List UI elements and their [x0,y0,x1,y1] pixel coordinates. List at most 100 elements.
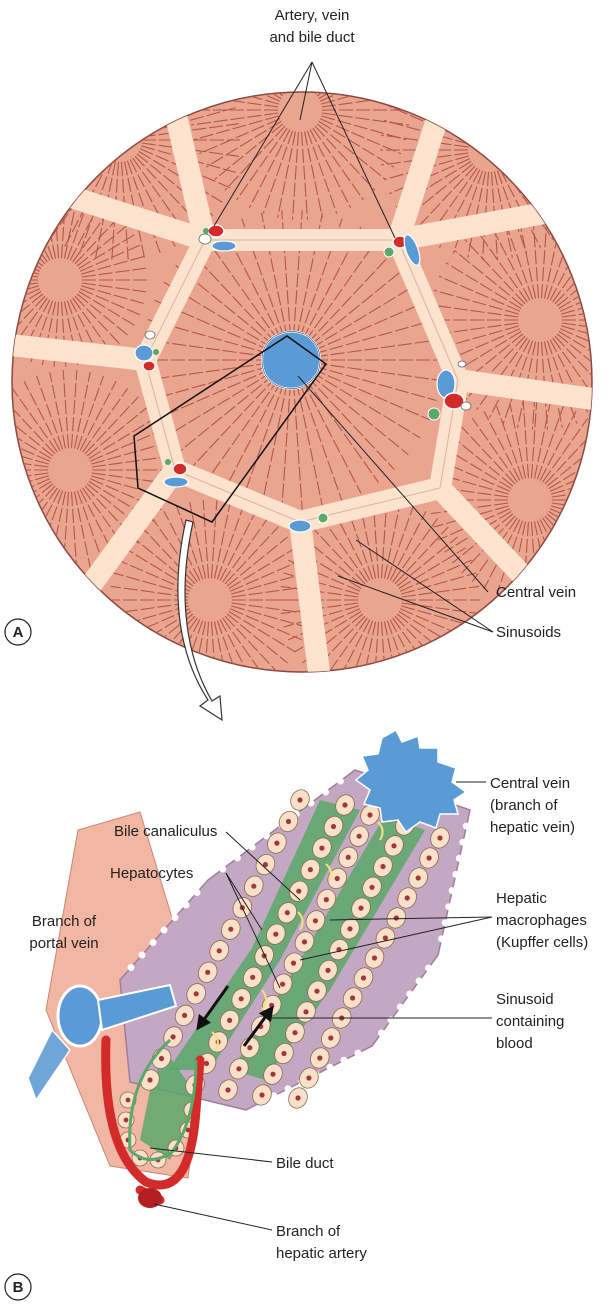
panel-b-letter: B [5,1274,31,1300]
plate-edge-notch [249,844,256,851]
sinusoid-line [439,52,480,130]
label-portal-vein-2: portal vein [29,935,98,952]
panel-a-letter: A [5,619,31,645]
label-central-vein-b-2: (branch of [490,797,558,814]
plate-edge-notch [285,1085,292,1092]
sinusoid-line [1,124,98,137]
plate-edge-notch [442,919,449,926]
plate-edge-notch [327,1064,334,1071]
sinusoid-line [125,23,145,119]
sinusoid-line [320,66,401,101]
plate-edge-notch [452,871,459,878]
label-central-vein-b-3: hepatic vein) [490,819,575,836]
sinusoid-line [0,244,40,271]
plate-edge-notch [183,902,190,909]
sinusoid-line [80,27,113,119]
sinusoid-line [0,256,39,274]
sinusoid-line [497,46,526,129]
sinusoid-line [0,214,45,264]
plate-edge-notch [322,789,329,796]
sinusoid-line [206,53,281,99]
plate-edge-notch [194,889,201,896]
sinusoid-line [511,156,596,180]
sinusoid-line [27,64,103,126]
sinusoid-line [51,42,108,122]
sinusoid-line [540,520,576,589]
sinusoid-line [427,60,478,132]
sinusoid-line [4,108,98,135]
plate-edge-notch [397,1004,404,1011]
label-artery-vein-bile-duct-2: and bile duct [269,29,355,46]
plate-edge-notch [337,778,344,785]
sinusoid-line [310,12,351,90]
sinusoid-line [545,516,598,573]
label-sinusoids: Sinusoids [496,624,561,641]
sinusoid-line [509,93,584,139]
sinusoid-line [510,159,591,194]
label-portal-vein-1: Branch of [32,913,97,930]
sinusoid-line [127,27,160,119]
plate-edge-notch [234,855,241,862]
plate-edge-notch [161,927,168,934]
plate-edge-notch [463,823,470,830]
svg-text:A: A [13,624,24,641]
label-hepatic-artery-1: Branch of [276,1223,341,1240]
plate-edge-notch [406,991,413,998]
plate-edge-notch [150,939,157,946]
sinusoid-line [38,52,105,124]
sinusoid-line [10,92,100,131]
sinusoid-line [453,46,482,129]
label-hepatic-macrophages-1: Hepatic [496,890,547,907]
label-hepatic-macrophages-3: (Kupffer cells) [496,934,588,951]
label-sinusoid-2: containing [496,1013,564,1030]
sinusoid-line [1,143,98,156]
plate-edge-notch [459,839,466,846]
sinusoid-line [512,135,599,147]
label-central-vein-a: Central vein [496,584,576,601]
panel-a-lobule-cross-section [0,0,613,720]
label-sinusoid-3: blood [496,1035,533,1052]
plate-edge-notch [139,952,146,959]
sinusoid-line [0,223,43,266]
label-hepatocytes: Hepatocytes [110,865,193,882]
sinusoid-line [495,42,513,128]
sinusoid-line [65,34,110,121]
sinusoid-line [547,514,608,563]
plate-edge-notch [378,1030,385,1037]
sinusoid-line [551,506,613,527]
sinusoid-line [317,41,385,97]
sinusoid-line [543,518,588,582]
svg-text:B: B [13,1279,24,1296]
sinusoid-line [512,153,599,165]
sinusoid-line [4,146,98,173]
sinusoid-line [18,78,102,129]
label-bile-canaliculus: Bile canaliculus [114,823,217,840]
central-vein-shape [262,331,320,388]
sinusoid-line [30,195,53,259]
plate-edge-notch [449,887,456,894]
plate-edge-notch [128,964,135,971]
sinusoid-line [500,52,540,130]
sinusoid-line [122,20,129,118]
sinusoid-line [10,149,100,188]
sinusoid-line [133,42,190,122]
label-hepatic-macrophages-2: macrophages [496,912,587,929]
panel-b-hepatic-plate-detail [28,730,492,1230]
plate-edge-notch [416,978,423,985]
sinusoid-line [130,34,175,121]
sinusoid-line [507,81,575,137]
sinusoid-line [550,509,613,540]
plate-edge-notch [172,914,179,921]
label-central-vein-b-1: Central vein [490,775,570,792]
sinusoid-line [505,70,565,134]
sinusoid-line [492,40,498,128]
sinusoid-line [319,53,394,99]
sinusoid-line [468,42,486,128]
plate-edge-notch [341,1057,348,1064]
plate-edge-notch [456,855,463,862]
sinusoid-line [249,12,290,90]
label-hepatic-artery-2: hepatic artery [276,1245,367,1262]
sinusoid-line [215,41,283,97]
sinusoid-line [112,20,119,118]
